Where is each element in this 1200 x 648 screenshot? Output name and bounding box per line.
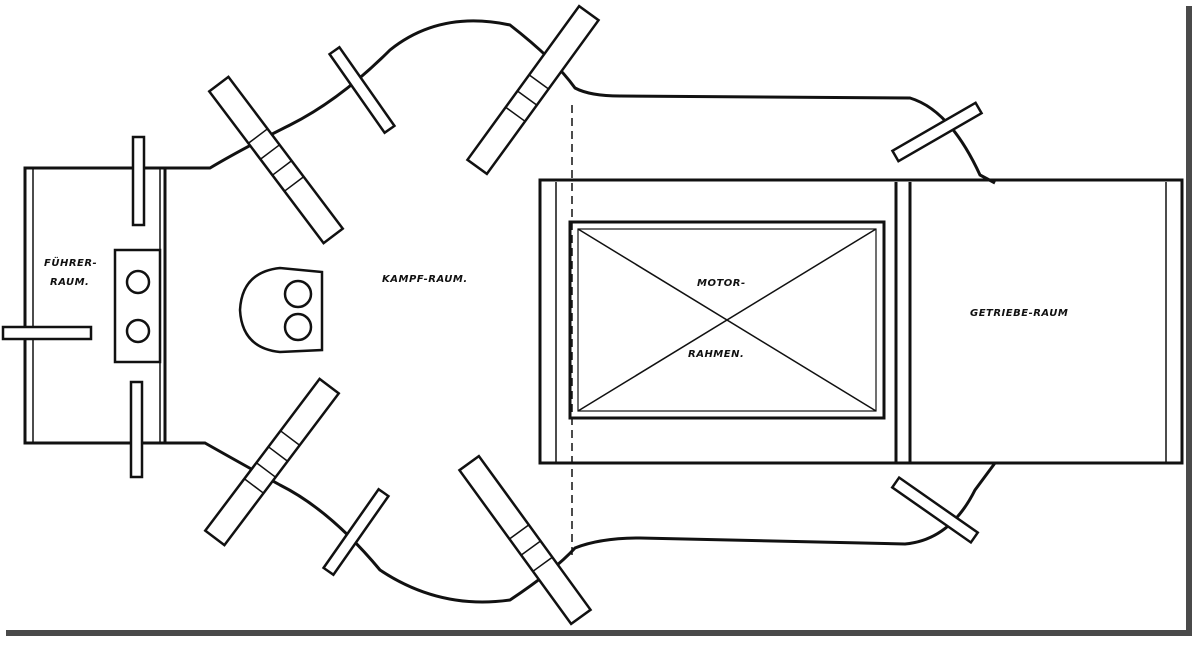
turret-hatch-2 [283,312,313,342]
hull-outline [25,19,996,185]
driver-seat-1 [125,269,151,295]
suspension-rear-upper [890,101,984,163]
driver-seat-2 [125,318,151,344]
engine-frame [568,220,886,420]
suspension-lower-left [203,377,341,547]
transmission-room-label: GETRIEBE-RAUM [970,308,1068,319]
driver-mount-bottom [129,380,144,479]
fighting-room-label: KAMPF-RAUM. [382,274,468,285]
suspension-lower-mid [321,487,391,577]
hull-outline-lower [25,441,997,604]
driver-room-label-line2: RAUM. [50,277,89,288]
driver-mount-top [131,135,146,227]
driver-room-box [23,166,167,445]
driver-seats-block [113,248,162,364]
engine-cross-2 [577,228,877,412]
driver-gun-barrel [1,325,93,341]
turret [238,266,324,354]
suspension-upper-right [465,4,601,176]
engine-label-line2: RAHMEN. [688,349,744,360]
engine-label-line1: MOTOR- [697,278,746,289]
suspension-rear-lower [890,475,980,545]
driver-room-label-line1: FÜHRER- [44,255,97,269]
diagram-frame: FÜHRER- RAUM. KAMPF-RAUM. MOTOR- RAHMEN.… [1,4,1184,626]
suspension-upper-left [207,75,345,245]
engine-compartment [538,178,1184,465]
suspension-upper-mid [327,45,397,135]
engine-frame-inner [577,228,877,412]
suspension-lower-right [457,454,593,626]
turret-hatch-1 [283,279,313,309]
tank-floor-plan: FÜHRER- RAUM. KAMPF-RAUM. MOTOR- RAHMEN.… [1,4,1184,626]
